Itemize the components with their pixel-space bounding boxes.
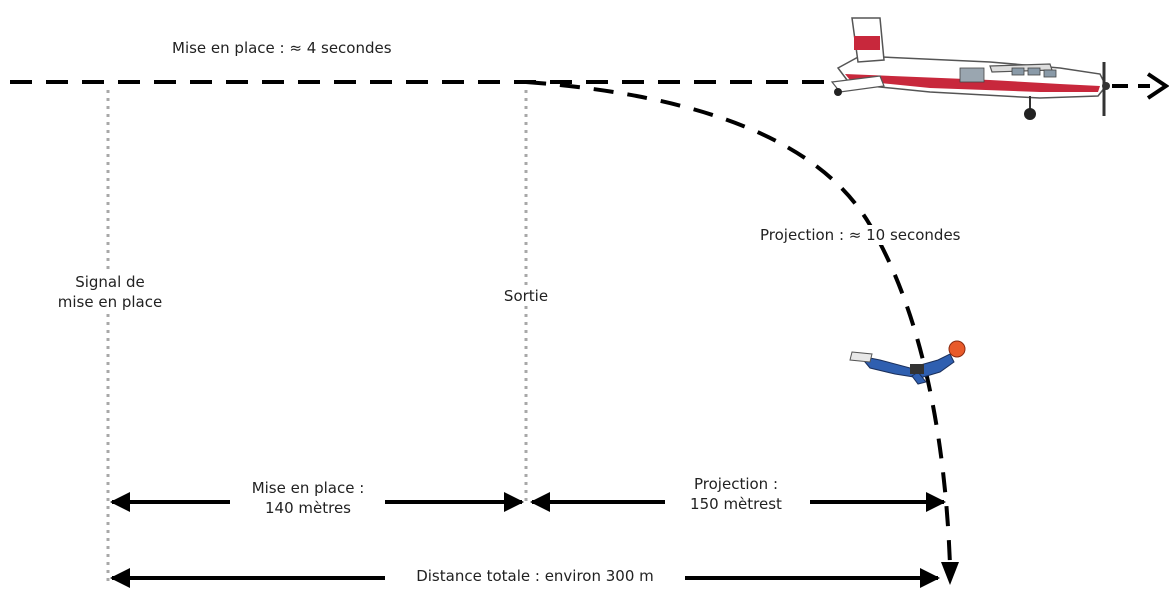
projection-time-label: Projection : ≈ 10 secondes: [758, 225, 963, 245]
trajectory-end-arrowhead: [941, 562, 959, 585]
projection-distance-line2: 150 mètrest: [690, 495, 782, 513]
mise-en-place-distance-label: Mise en place : 140 mètres: [236, 478, 380, 518]
projection-distance-line1: Projection :: [694, 475, 778, 493]
mise-en-place-distance-line2: 140 mètres: [264, 499, 351, 517]
projection-distance-label: Projection : 150 mètrest: [670, 474, 802, 514]
skydiver-icon: [849, 340, 966, 385]
sortie-label: Sortie: [494, 286, 558, 306]
mise-en-place-distance-line1: Mise en place :: [251, 479, 365, 497]
signal-label: Signal de mise en place: [48, 272, 172, 312]
projection-trajectory: [525, 80, 952, 566]
flight-direction-arrowhead: [1146, 72, 1169, 100]
mise-en-place-time-label: Mise en place : ≈ 4 secondes: [172, 39, 392, 57]
signal-label-line2: mise en place: [57, 293, 163, 311]
signal-label-line1: Signal de: [75, 273, 145, 291]
airplane-icon: [830, 17, 1110, 120]
distance-totale-label: Distance totale : environ 300 m: [388, 566, 682, 586]
